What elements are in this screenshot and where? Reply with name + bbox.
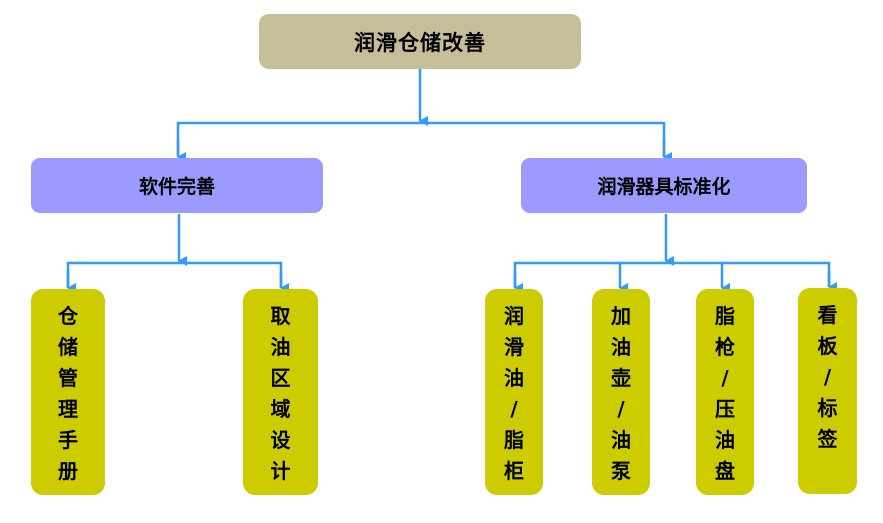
leaf-node-label: 取油区域设计 bbox=[271, 301, 291, 487]
leaf-char: 泵 bbox=[611, 459, 631, 483]
leaf-char: 册 bbox=[58, 459, 78, 483]
leaf-char: 管 bbox=[58, 366, 78, 390]
leaf-node: 润滑油 / 脂柜 bbox=[485, 289, 543, 495]
leaf-node-label: 仓储管理手册 bbox=[58, 301, 78, 487]
software-branch-connector bbox=[66, 261, 283, 287]
leaf-char: 枪 bbox=[715, 335, 735, 359]
leaf-char: 取 bbox=[270, 304, 291, 328]
leaf-char: / bbox=[721, 366, 729, 390]
leaf-char: 板 bbox=[817, 334, 838, 358]
leaf-char: 压 bbox=[715, 397, 735, 421]
level2-node-tools: 润滑器具标准化 bbox=[521, 158, 807, 213]
leaf-char: / bbox=[510, 397, 518, 421]
leaf-char: 签 bbox=[817, 427, 838, 451]
leaf-char: 加 bbox=[611, 304, 631, 328]
root-branch-connector bbox=[176, 121, 666, 156]
leaf-node: 看板 / 标签 bbox=[798, 288, 857, 494]
leaf-char: 油 bbox=[270, 335, 291, 359]
leaf-char: 盘 bbox=[715, 459, 735, 483]
root-node: 润滑仓储改善 bbox=[259, 14, 581, 69]
leaf-char: / bbox=[823, 365, 832, 389]
leaf-char: 区 bbox=[270, 366, 291, 390]
level2-node-label: 润滑器具标准化 bbox=[597, 176, 731, 198]
leaf-node: 仓储管理手册 bbox=[31, 289, 105, 495]
leaf-node-label: 润滑油 / 脂柜 bbox=[504, 301, 524, 487]
leaf-char: / bbox=[617, 397, 625, 421]
leaf-char: 计 bbox=[270, 459, 291, 483]
leaf-node: 脂枪 / 压油盘 bbox=[696, 289, 754, 495]
leaf-char: 润 bbox=[504, 304, 524, 328]
leaf-node-label: 加油壶/油泵 bbox=[611, 301, 631, 487]
leaf-char: 理 bbox=[58, 397, 78, 421]
leaf-char: 设 bbox=[270, 428, 291, 452]
leaf-char: 柜 bbox=[504, 459, 524, 483]
leaf-char: 油 bbox=[715, 428, 735, 452]
leaf-char: 域 bbox=[270, 397, 291, 421]
leaf-char: 壶 bbox=[611, 366, 631, 390]
leaf-node: 取油区域设计 bbox=[243, 289, 318, 495]
leaf-char: 脂 bbox=[715, 304, 735, 328]
level2-node-software: 软件完善 bbox=[31, 158, 323, 213]
leaf-char: 滑 bbox=[504, 335, 524, 359]
leaf-char: 仓 bbox=[58, 304, 78, 328]
leaf-node: 加油壶/油泵 bbox=[592, 289, 650, 495]
leaf-char: 油 bbox=[611, 335, 631, 359]
root-node-label: 润滑仓储改善 bbox=[354, 30, 486, 55]
leaf-char: 标 bbox=[817, 396, 838, 420]
level2-node-label: 软件完善 bbox=[138, 176, 215, 198]
leaf-char: 看 bbox=[817, 303, 838, 327]
leaf-char: 油 bbox=[504, 366, 524, 390]
leaf-node-label: 脂枪 / 压油盘 bbox=[715, 301, 735, 487]
tools-branch-connector bbox=[513, 261, 831, 287]
leaf-node-label: 看板 / 标签 bbox=[818, 300, 838, 455]
leaf-char: 手 bbox=[58, 428, 78, 452]
leaf-char: 脂 bbox=[504, 428, 524, 452]
leaf-char: 油 bbox=[611, 428, 631, 452]
leaf-char: 储 bbox=[58, 335, 78, 359]
